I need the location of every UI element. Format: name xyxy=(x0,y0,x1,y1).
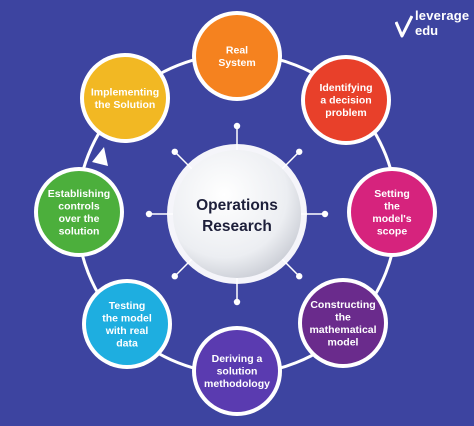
center-title-line: Operations xyxy=(196,197,278,214)
step-label-line: Implementing xyxy=(91,86,159,98)
step-node-circle xyxy=(38,171,120,253)
leverage-check-icon xyxy=(395,15,413,38)
step-node-circle xyxy=(302,282,384,364)
step-label-line: the xyxy=(335,311,351,323)
step-label-line: solution xyxy=(59,225,100,237)
step-node-circle xyxy=(305,59,387,141)
step-label-line: controls xyxy=(58,200,100,212)
center-title-line: Research xyxy=(202,218,272,235)
step-label-line: mathematical xyxy=(309,324,376,336)
step-label-line: a decision xyxy=(320,95,371,107)
step-label-line: Constructing xyxy=(310,299,375,311)
step-node-circle xyxy=(86,283,168,365)
step-label-line: Identifying xyxy=(319,82,372,94)
step-label-line: solution xyxy=(217,366,258,378)
step-node-circle xyxy=(351,171,433,253)
step-node-circle xyxy=(84,57,166,139)
step-label-line: Setting xyxy=(374,188,410,200)
step-label-line: problem xyxy=(325,107,366,119)
step-label-line: the model xyxy=(102,312,152,324)
logo-text-edu: edu xyxy=(415,23,439,38)
step-label-line: Establishing xyxy=(48,188,110,200)
step-label-line: over the xyxy=(59,213,100,225)
step-label-line: model's xyxy=(372,213,411,225)
step-node-circle xyxy=(196,15,278,97)
step-label-line: Real xyxy=(226,44,248,56)
center-circle xyxy=(173,150,301,278)
step-label-line: methodology xyxy=(204,378,270,390)
logo-text-leverage: leverage xyxy=(415,8,470,23)
step-label-line: System xyxy=(218,57,255,69)
cycle-arrow-icon xyxy=(92,147,108,166)
step-label-line: the xyxy=(384,200,400,212)
step-label-line: Testing xyxy=(109,300,146,312)
step-label-line: Deriving a xyxy=(212,353,263,365)
leverage-edu-logo: leverage edu xyxy=(393,8,469,42)
step-node-circle xyxy=(196,330,278,412)
step-label-line: model xyxy=(328,336,359,348)
step-label-line: data xyxy=(116,337,138,349)
step-label-line: with real xyxy=(105,325,149,337)
step-label-line: scope xyxy=(377,225,408,237)
step-label-line: the Solution xyxy=(95,99,156,111)
